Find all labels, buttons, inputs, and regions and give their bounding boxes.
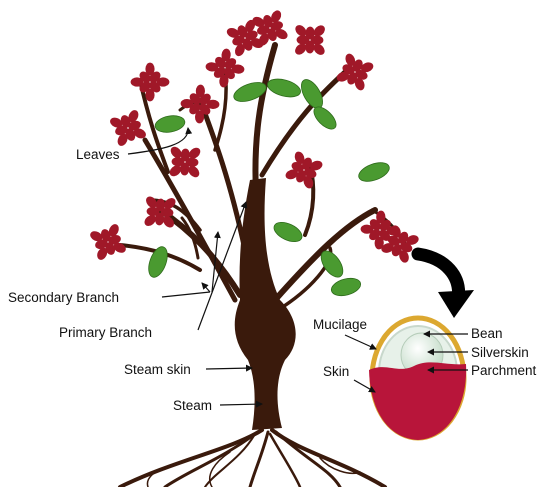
pointer-secondary-branch-up [202,283,210,292]
curved-arrow-icon [418,254,474,318]
label-mucilage: Mucilage [313,317,367,332]
label-skin: Skin [323,364,349,379]
skin-layer [369,362,466,440]
pointer-steam-skin [206,368,252,369]
pointer-mucilage [345,335,376,349]
label-bean: Bean [471,326,503,341]
label-secondary-branch: Secondary Branch [8,290,119,305]
label-leaves: Leaves [76,147,120,162]
label-parchment: Parchment [471,363,537,378]
label-primary-branch: Primary Branch [59,325,152,340]
label-steam-skin: Steam skin [124,362,191,377]
label-steam: Steam [173,398,212,413]
roots [120,430,385,487]
label-silverskin: Silverskin [471,345,529,360]
coffee-cherry-cross-section [369,318,466,440]
pointer-secondary-branch [162,292,210,297]
